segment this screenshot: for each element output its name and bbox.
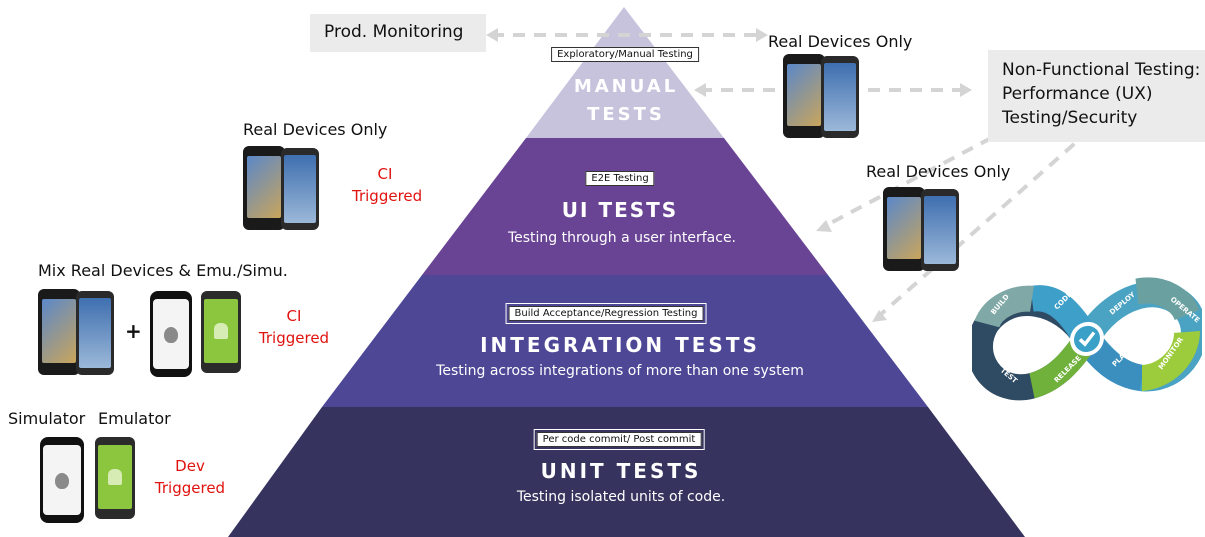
- ios-simulator-icon: [40, 437, 84, 523]
- left-int-devices-label: Mix Real Devices & Emu./Simu.: [38, 261, 288, 280]
- android-phone-icon: [921, 189, 959, 271]
- ios-simulator-icon: [150, 291, 192, 377]
- unit-tag: Per code commit/ Post commit: [533, 429, 705, 450]
- prod-monitoring-box: [310, 14, 486, 52]
- apple-logo-icon: [55, 473, 69, 489]
- pyramid-unit-layer: [228, 407, 1025, 537]
- android-phone-icon: [821, 56, 859, 138]
- pyramid-manual-layer: [526, 7, 724, 138]
- ui-subtitle: Testing through a user interface.: [507, 230, 737, 246]
- devops-loop-icon: BUILD CODE DEPLOY OPERATE TEST RELEASE P…: [972, 277, 1202, 401]
- iphone-icon: [38, 289, 80, 375]
- non-functional-line1: Non-Functional Testing:: [1002, 60, 1201, 80]
- manual-tag: Exploratory/Manual Testing: [551, 47, 699, 62]
- arrowhead-ui: [816, 220, 832, 232]
- plus-sign: +: [125, 319, 142, 343]
- android-emulator-icon: [95, 437, 135, 519]
- unit-title: UNIT TESTS: [540, 459, 702, 483]
- iphone-icon: [783, 54, 825, 138]
- left-unit-trigger-line1: Dev: [175, 457, 205, 475]
- integration-tag: Build Acceptance/Regression Testing: [505, 303, 707, 324]
- android-logo-icon: [214, 323, 228, 339]
- arrowhead-integration: [872, 310, 887, 322]
- pyramid-integration-layer: [322, 275, 928, 407]
- left-int-trigger-line1: CI: [286, 307, 302, 325]
- ui-title: UI TESTS: [561, 198, 679, 222]
- android-phone-icon: [76, 291, 114, 375]
- arrowhead-manual-left: [694, 83, 706, 97]
- integration-subtitle: Testing across integrations of more than…: [436, 363, 804, 379]
- apple-logo-icon: [164, 327, 178, 343]
- right-ui-devices-label: Real Devices Only: [866, 162, 1011, 181]
- pyramid-ui-layer: [422, 138, 828, 275]
- right-manual-devices-label: Real Devices Only: [768, 32, 913, 51]
- left-ui-trigger-line2: Triggered: [352, 187, 423, 205]
- ui-tag: E2E Testing: [585, 171, 655, 186]
- left-ui-trigger-line1: CI: [377, 165, 393, 183]
- android-emulator-icon: [201, 291, 241, 373]
- emulator-label: Emulator: [98, 409, 171, 428]
- simulator-label: Simulator: [8, 409, 86, 428]
- non-functional-line3: Testing/Security: [1002, 108, 1138, 128]
- android-phone-icon: [281, 148, 319, 230]
- manual-title-line1: MANUAL: [573, 76, 679, 97]
- iphone-icon: [243, 146, 285, 230]
- left-unit-trigger-line2: Triggered: [154, 479, 226, 497]
- left-ui-devices-label: Real Devices Only: [243, 120, 388, 139]
- left-int-trigger-line2: Triggered: [258, 329, 330, 347]
- unit-subtitle: Testing isolated units of code.: [516, 489, 726, 505]
- manual-title-line2: TESTS: [587, 104, 665, 125]
- arrow-nonfunctional-ui: [824, 126, 1011, 228]
- non-functional-line2: Performance (UX): [1002, 84, 1153, 104]
- arrow-nonfunctional-integration: [878, 128, 1092, 317]
- arrowhead-left: [486, 28, 498, 42]
- iphone-icon: [883, 187, 925, 271]
- non-functional-box: [988, 50, 1205, 142]
- android-logo-icon: [108, 469, 122, 485]
- prod-monitoring-label: Prod. Monitoring: [324, 22, 464, 42]
- arrowhead-manual-right: [960, 83, 972, 97]
- integration-title: INTEGRATION TESTS: [480, 333, 760, 357]
- arrowhead-right: [756, 28, 768, 42]
